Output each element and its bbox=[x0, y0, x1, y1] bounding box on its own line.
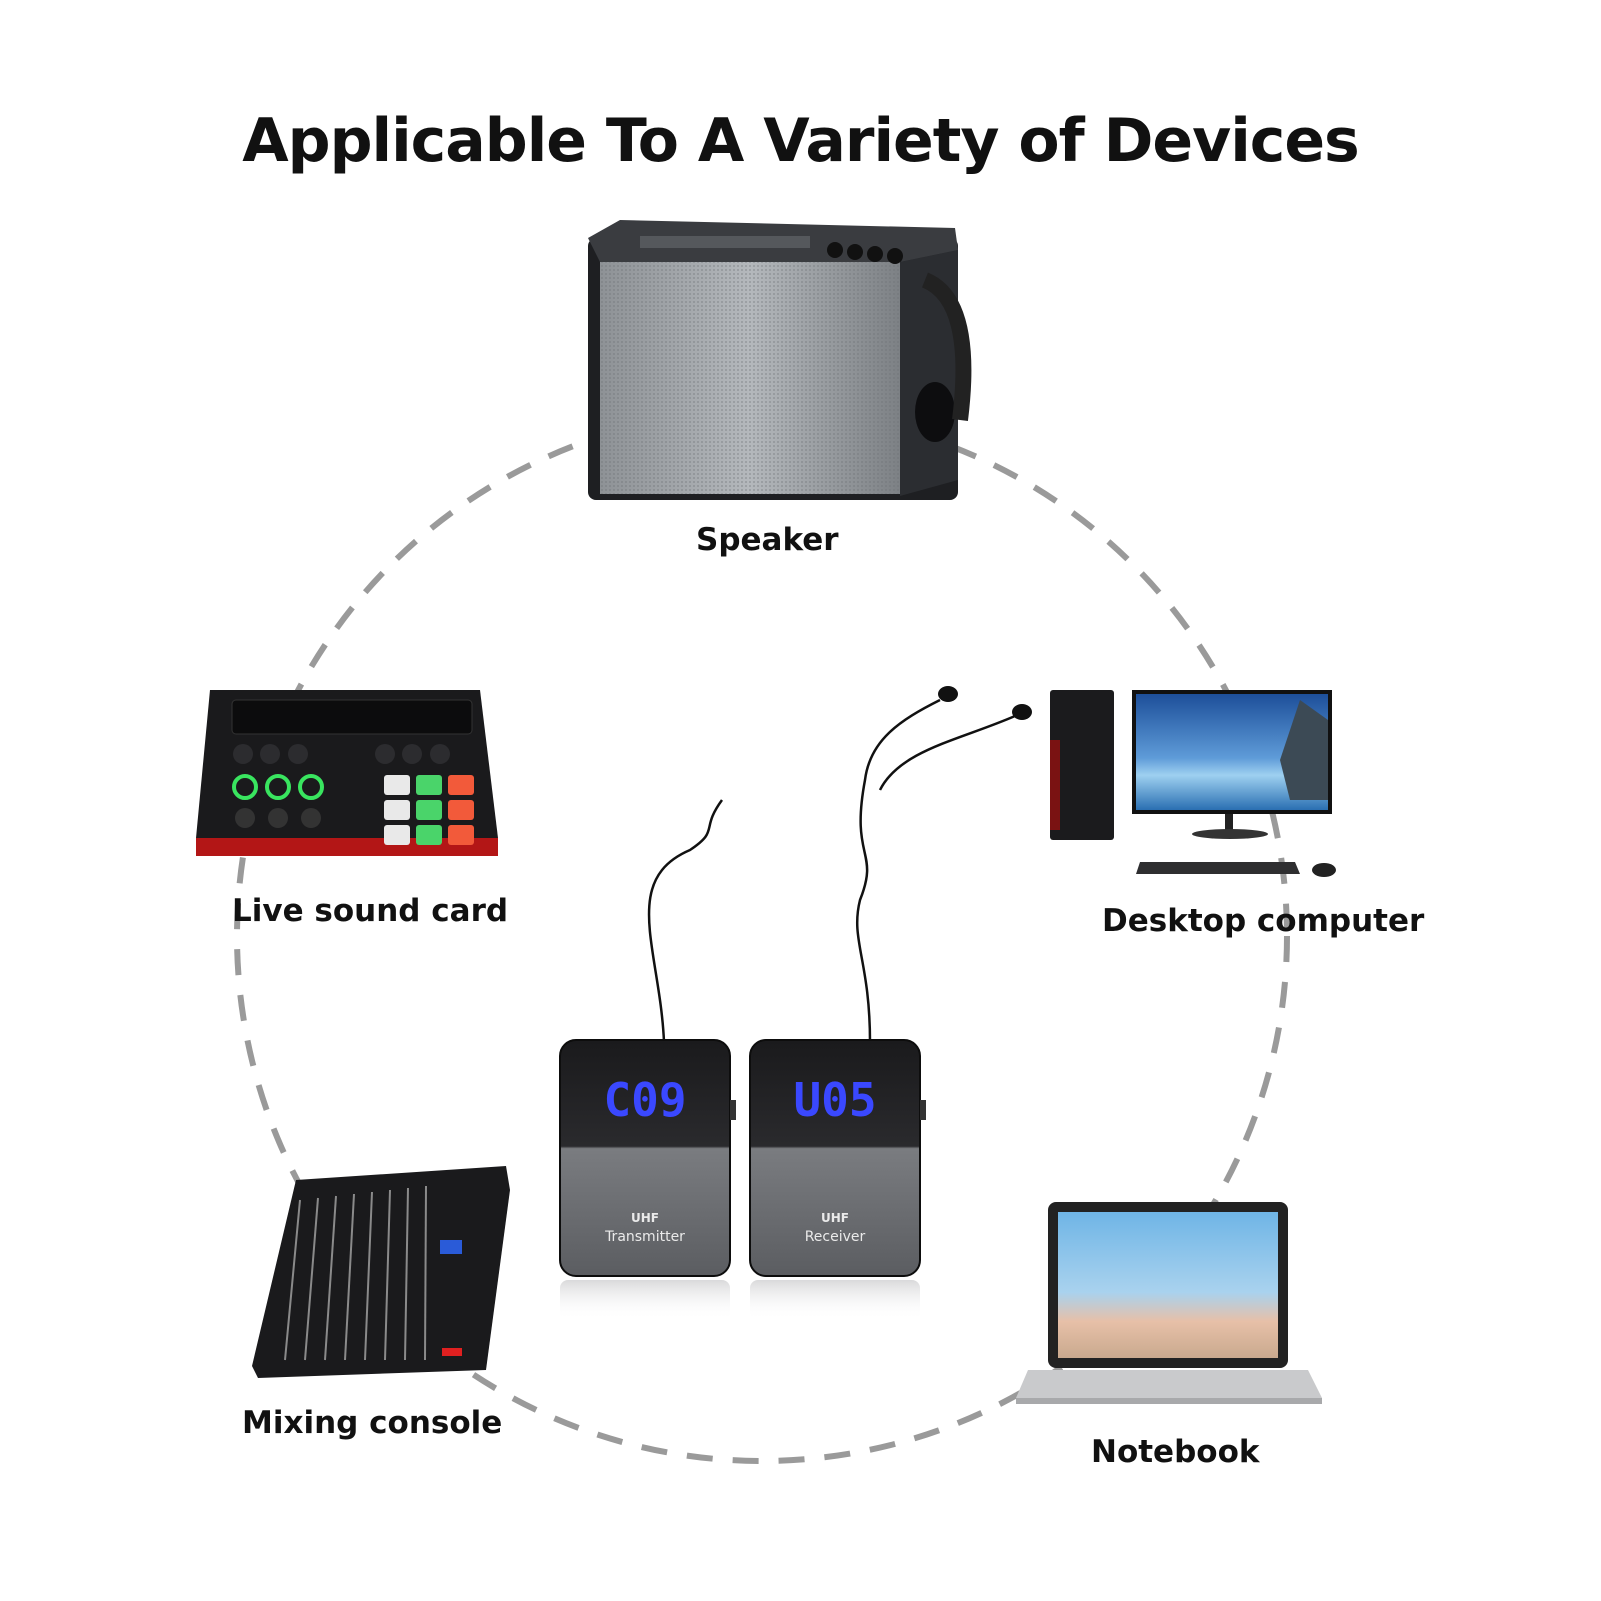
speaker-image bbox=[588, 220, 972, 500]
transmitter-name: Transmitter bbox=[604, 1229, 685, 1245]
receiver-display: U05 bbox=[793, 1073, 876, 1127]
desktop-computer-label: Desktop computer bbox=[1102, 903, 1425, 939]
transmitter-brand: UHF bbox=[631, 1211, 659, 1225]
notebook-image bbox=[1016, 1202, 1322, 1404]
transmitter-image bbox=[559, 799, 736, 1320]
mixing-console-label: Mixing console bbox=[242, 1405, 503, 1441]
dashed-ring bbox=[234, 408, 1290, 1464]
live-sound-card-image bbox=[196, 690, 498, 856]
live-sound-card-label: Live sound card bbox=[232, 893, 509, 929]
speaker-label: Speaker bbox=[696, 522, 839, 558]
receiver-name: Receiver bbox=[805, 1229, 866, 1245]
mixing-console-image bbox=[252, 1166, 510, 1378]
desktop-computer-image bbox=[1050, 690, 1336, 877]
page-title: Applicable To A Variety of Devices bbox=[242, 106, 1360, 177]
receiver-image bbox=[749, 686, 1032, 1320]
notebook-label: Notebook bbox=[1091, 1434, 1260, 1470]
receiver-brand: UHF bbox=[821, 1211, 849, 1225]
transmitter-display: C09 bbox=[603, 1073, 686, 1127]
